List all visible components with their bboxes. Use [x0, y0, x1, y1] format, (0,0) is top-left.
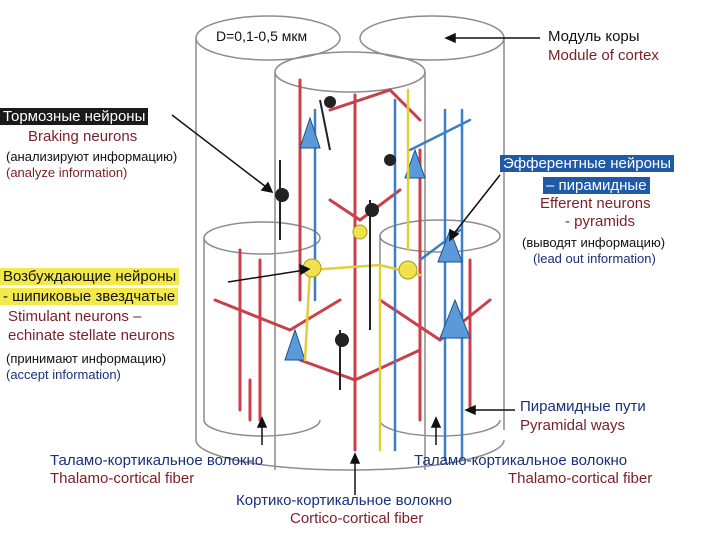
stellate-cell: [398, 260, 418, 280]
fiber: [328, 188, 402, 222]
module-label-en: Module of cortex: [548, 47, 659, 64]
efferent-pointer: [451, 174, 501, 237]
cylinder-center-top: [274, 51, 426, 93]
stimulant-label-ru2: - шипиковые звездчатые: [0, 288, 179, 306]
diameter-label: D=0,1-0,5 мкм: [216, 28, 308, 44]
arrowhead: [449, 228, 460, 242]
braking-note-en: (analyze information): [6, 165, 128, 180]
fiber: [328, 88, 422, 122]
braking-pointer: [171, 114, 271, 191]
arrowhead: [464, 404, 476, 416]
stellate-cells: [302, 224, 418, 280]
pyramidal-cell: [284, 328, 306, 361]
inhibitory-cell: [335, 333, 349, 347]
stellate-cell: [352, 224, 368, 240]
arrowhead: [256, 416, 268, 428]
stimulant-label-en1: Stimulant neurons –: [8, 308, 142, 325]
fiber: [303, 268, 312, 362]
braking-label-en: Braking neurons: [28, 128, 138, 145]
cylinders: [195, 15, 505, 471]
blue-fibers: [313, 98, 472, 462]
cylinder-edge: [203, 238, 321, 437]
efferent-label-en1: Efferent neurons: [540, 195, 651, 212]
module-label-ru: Модуль коры: [548, 28, 640, 45]
red-fibers: [213, 78, 492, 452]
cylinder-edge: [379, 236, 501, 437]
fiber: [298, 348, 422, 382]
efferent-label-ru1: Эфферентные нейроны: [500, 155, 674, 173]
thalamo-right-en: Thalamo-cortical fiber: [508, 470, 653, 487]
arrowhead: [299, 263, 311, 276]
pyramidal-cell: [437, 228, 463, 263]
black-cells: [275, 96, 396, 347]
cylinder-bottom: [195, 439, 505, 471]
stimulant-note-en: (accept information): [6, 367, 121, 382]
thalamo-right-ru: Таламо-кортикальное волокно: [414, 452, 628, 469]
pointer-lines: [171, 32, 540, 495]
cortico-ru: Кортико-кортикальное волокно: [236, 492, 452, 509]
inhibitory-cell: [275, 188, 289, 202]
cylinder-left-top: [203, 221, 321, 255]
yellow-fibers: [303, 88, 422, 452]
inhibitory-cell: [324, 96, 336, 108]
stimulant-label-en2: echinate stellate neurons: [8, 327, 175, 344]
pyramidal-ways-en: Pyramidal ways: [520, 417, 626, 434]
cortico-en: Cortico-cortical fiber: [290, 510, 424, 527]
braking-label-ru: Тормозные нейроны: [0, 108, 149, 126]
pyramidal-cells: [284, 116, 471, 361]
braking-note-ru: (анализируют информацию): [6, 149, 178, 164]
cylinder-right-top: [379, 219, 501, 253]
arrowhead: [430, 416, 442, 428]
efferent-label-en2: - pyramids: [565, 213, 636, 230]
fiber: [408, 118, 472, 152]
efferent-note-ru: (выводят информацию): [522, 235, 666, 250]
arrowhead: [444, 32, 456, 44]
stimulant-note-ru: (принимают информацию): [6, 351, 167, 366]
inhibitory-cell: [365, 203, 379, 217]
thalamo-left-en: Thalamo-cortical fiber: [50, 470, 195, 487]
fiber: [319, 99, 331, 151]
thalamo-left-ru: Таламо-кортикальное волокно: [50, 452, 264, 469]
stimulant-pointer: [227, 269, 306, 283]
inhibitory-cell: [384, 154, 396, 166]
arrowhead: [349, 452, 361, 464]
stimulant-label-ru1: Возбуждающие нейроны: [0, 268, 180, 286]
fiber: [378, 298, 492, 342]
efferent-note-en: (lead out information): [533, 251, 656, 266]
pyramidal-cell: [439, 298, 471, 339]
efferent-label-ru2: – пирамидные: [543, 177, 650, 195]
fiber: [213, 298, 342, 332]
arrowhead: [260, 181, 274, 194]
pyramidal-cell: [299, 116, 321, 149]
pyramidal-cell: [404, 148, 426, 179]
pyramidal-ways-ru: Пирамидные пути: [520, 398, 646, 415]
